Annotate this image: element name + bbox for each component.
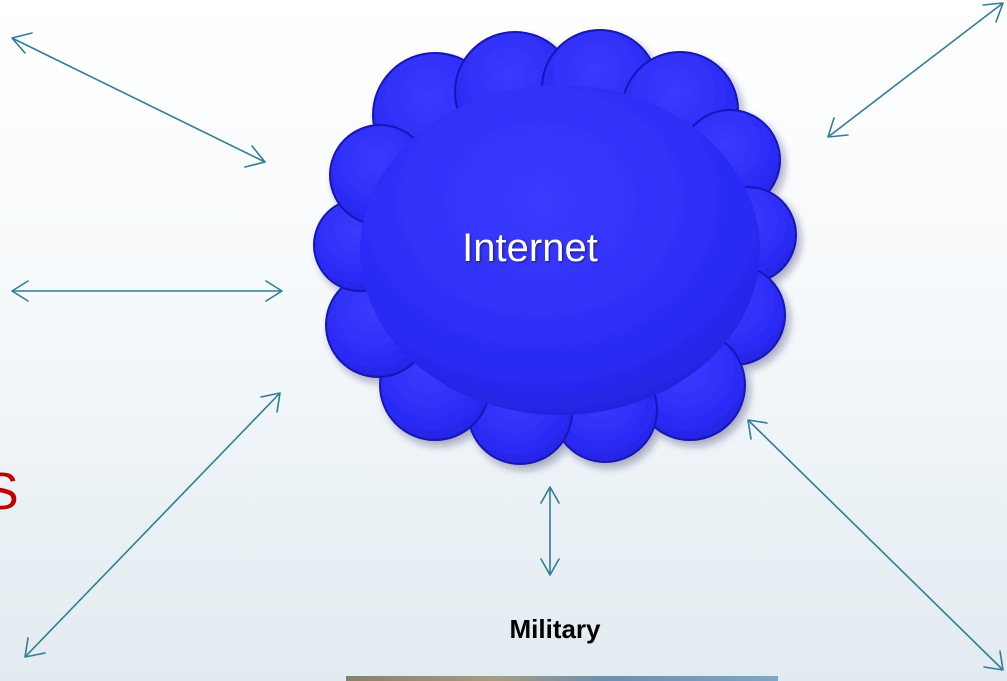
arrow-middle-left: [11, 280, 283, 302]
arrow-bottom-left: [24, 392, 281, 658]
arrow-bottom-right: [747, 419, 1004, 671]
arrow-bottom-center: [540, 486, 560, 576]
partial-offscreen-label: S: [0, 463, 19, 521]
arrow-top-right: [827, 2, 1004, 138]
arrow-top-left: [11, 32, 266, 168]
military-node-label[interactable]: Military: [509, 614, 601, 644]
internet-cloud[interactable]: [313, 29, 797, 465]
internet-label: Internet: [462, 226, 598, 270]
military-image: [346, 676, 778, 681]
